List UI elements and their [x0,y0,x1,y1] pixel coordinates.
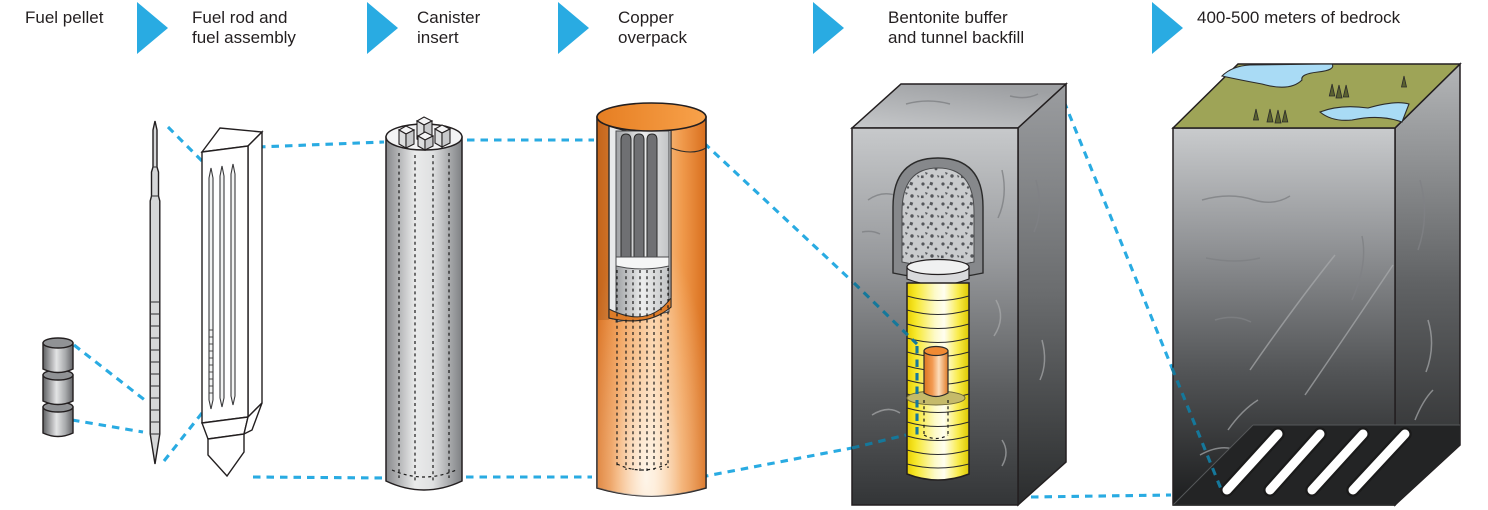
right-arrow-icon [813,2,844,54]
step-label-fuel-rod-assembly: Fuel rod and fuel assembly [192,8,296,47]
bentonite-buffer-illustration [850,82,1068,507]
step-label-fuel-pellet: Fuel pellet [25,8,104,27]
right-arrow-icon [558,2,589,54]
water-patch [1318,102,1410,123]
right-arrow-icon [367,2,398,54]
fuel-pellet-illustration [42,337,74,438]
connector-lines [71,88,1174,499]
bedrock-illustration [1171,62,1462,507]
copper-overpack-illustration [596,102,707,497]
right-arrow-icon [137,2,168,54]
step-label-bentonite-buffer: Bentonite buffer and tunnel backfill [888,8,1025,47]
fuel-rod-illustration [149,120,161,465]
water-patch [1220,63,1334,88]
canister-insert-illustration [385,116,463,491]
fuel-assembly-illustration [200,127,264,478]
step-label-canister-insert: Canister insert [417,8,481,47]
deposition-tunnels [1220,427,1412,497]
connector-lines-dark [851,281,1223,490]
tree-icons [1252,75,1408,124]
step-label-copper-overpack: Copper overpack [618,8,687,47]
step-label-bedrock: 400-500 meters of bedrock [1197,8,1401,27]
right-arrow-icon [1152,2,1183,54]
